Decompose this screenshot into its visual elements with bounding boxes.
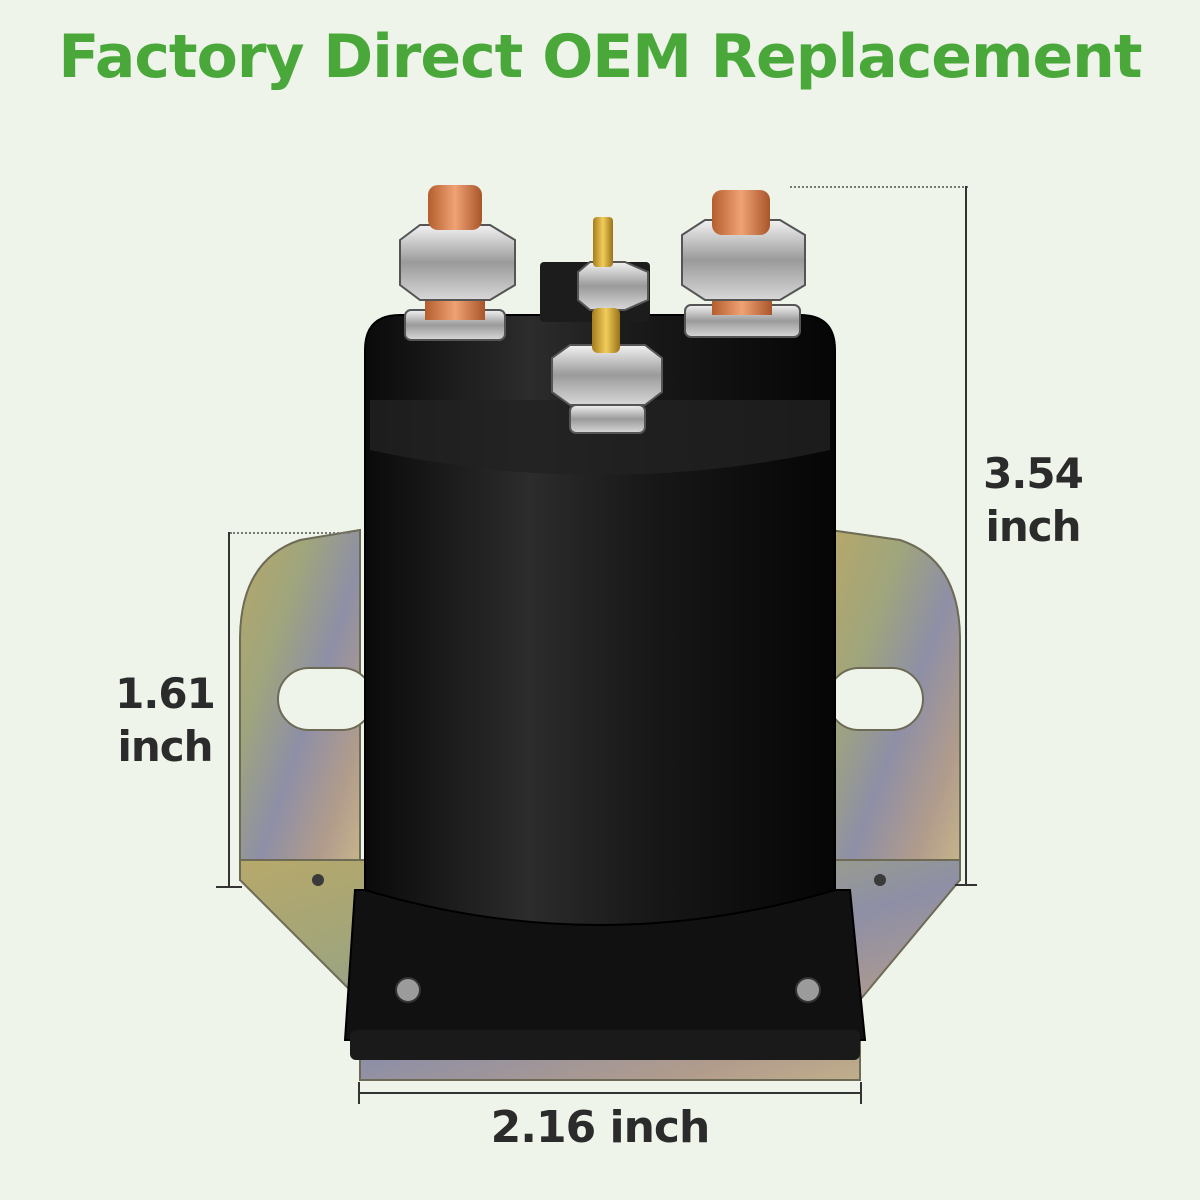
bracket-dimension-line bbox=[228, 532, 230, 888]
bracket-top-extension-line bbox=[230, 532, 350, 534]
bracket-dimension-label: 1.61 inch bbox=[100, 668, 230, 773]
bracket-unit: inch bbox=[117, 721, 213, 771]
height-dimension-label: 3.54 inch bbox=[968, 448, 1098, 553]
small-terminal-top bbox=[577, 217, 649, 311]
left-large-terminal bbox=[399, 185, 516, 341]
right-large-terminal bbox=[681, 190, 806, 338]
height-top-extension-line bbox=[790, 186, 968, 188]
width-left-tick bbox=[358, 1082, 360, 1104]
width-dimension-line bbox=[360, 1092, 862, 1094]
width-dimension-label: 2.16 inch bbox=[490, 1102, 711, 1153]
right-bracket-ear bbox=[827, 528, 961, 881]
small-terminal-front bbox=[551, 308, 663, 434]
bracket-bottom-tick bbox=[216, 886, 242, 888]
height-bottom-tick bbox=[955, 884, 977, 886]
height-value: 3.54 bbox=[983, 449, 1084, 498]
bracket-value: 1.61 bbox=[115, 669, 216, 718]
headline: Factory Direct OEM Replacement bbox=[58, 22, 1142, 92]
width-right-tick bbox=[860, 1082, 862, 1104]
height-dimension-line bbox=[965, 186, 967, 886]
height-unit: inch bbox=[985, 501, 1081, 551]
left-bracket-ear bbox=[239, 528, 374, 881]
